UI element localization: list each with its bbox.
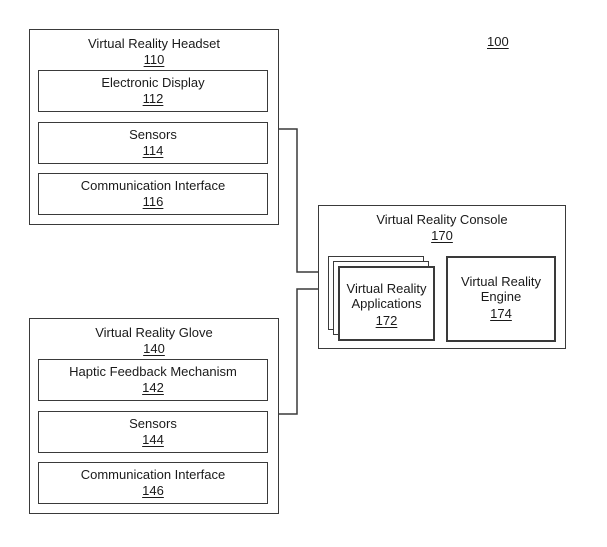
glove-sensors-title: Sensors	[129, 416, 177, 431]
vr-glove-block: Virtual Reality Glove 140 Haptic Feedbac…	[29, 318, 279, 514]
glove-title: Virtual Reality Glove	[95, 325, 213, 340]
haptic-feedback-ref: 142	[142, 380, 164, 395]
glove-comm-interface-block: Communication Interface 146	[38, 462, 268, 504]
engine-title-line2: Engine	[480, 289, 522, 304]
headset-sensors-title: Sensors	[129, 127, 177, 142]
vr-headset-block: Virtual Reality Headset 110 Electronic D…	[29, 29, 279, 225]
headset-sensors-block: Sensors 114	[38, 122, 268, 164]
vr-engine-block: Virtual Reality Engine 174	[446, 256, 556, 342]
glove-console-link	[279, 288, 318, 415]
console-title: Virtual Reality Console	[376, 212, 508, 227]
applications-title-line2: Applications	[351, 296, 422, 311]
electronic-display-title: Electronic Display	[101, 75, 205, 90]
glove-comm-interface-ref: 146	[142, 483, 164, 498]
electronic-display-block: Electronic Display 112	[38, 70, 268, 112]
vr-applications-block: Virtual Reality Applications 172	[338, 266, 435, 341]
glove-ref: 140	[143, 341, 165, 356]
glove-sensors-ref: 144	[142, 432, 164, 447]
electronic-display-ref: 112	[142, 91, 164, 106]
headset-sensors-ref: 114	[142, 143, 164, 158]
glove-sensors-block: Sensors 144	[38, 411, 268, 453]
haptic-feedback-block: Haptic Feedback Mechanism 142	[38, 359, 268, 401]
engine-ref: 174	[490, 306, 512, 321]
headset-comm-interface-block: Communication Interface 116	[38, 173, 268, 215]
applications-ref: 172	[375, 313, 398, 328]
glove-comm-interface-title: Communication Interface	[80, 467, 226, 482]
console-ref: 170	[431, 228, 453, 243]
headset-comm-interface-title: Communication Interface	[80, 178, 226, 193]
headset-title: Virtual Reality Headset	[88, 36, 220, 51]
vr-console-block: Virtual Reality Console 170 Virtual Real…	[318, 205, 566, 349]
headset-console-link	[279, 128, 318, 273]
engine-title-line1: Virtual Reality	[461, 274, 541, 289]
figure-ref: 100	[487, 34, 509, 49]
headset-ref: 110	[143, 52, 165, 67]
applications-title-line1: Virtual Reality	[346, 281, 427, 296]
headset-comm-interface-ref: 116	[142, 194, 164, 209]
haptic-feedback-title: Haptic Feedback Mechanism	[69, 364, 237, 379]
